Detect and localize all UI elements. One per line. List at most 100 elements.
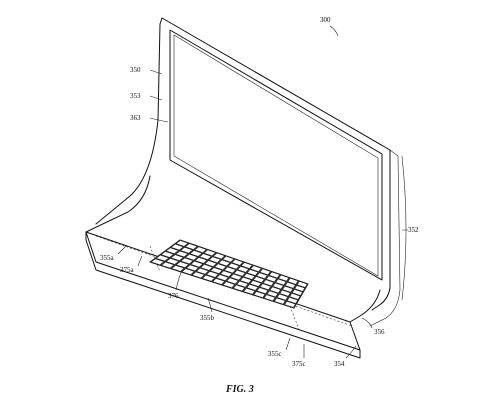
keyboard-key [165, 247, 179, 254]
leader-355b [207, 297, 213, 313]
label-353: 353 [130, 92, 141, 100]
leader-376 [175, 269, 183, 291]
label-350: 350 [130, 66, 141, 74]
keyboard-key [223, 266, 237, 274]
base-curve-left [85, 175, 151, 233]
keyboard-key [289, 293, 301, 300]
leader-363 [149, 117, 169, 123]
keyboard-key [222, 281, 236, 289]
display-back-edge [95, 17, 163, 225]
keyboard-key [232, 284, 246, 292]
label-354: 354 [334, 360, 345, 368]
label-356: 356 [374, 328, 385, 336]
trackpad-right-boundary [289, 305, 301, 333]
leader-353 [149, 95, 163, 101]
base-dashed-rear [95, 235, 353, 327]
keyboard-key [294, 285, 306, 292]
keyboard-key [243, 273, 256, 280]
leader-352 [401, 155, 408, 301]
keyboard-key [185, 264, 199, 272]
keyboard-key [165, 258, 180, 265]
keyboard-key [259, 268, 271, 276]
leader-355c [285, 337, 291, 351]
keyboard-key [231, 259, 244, 266]
keyboard-key [160, 251, 175, 258]
keyboard-key [212, 278, 226, 285]
keyboard-key [243, 287, 256, 295]
keyboard-key [196, 267, 209, 275]
keyboard-key [256, 272, 268, 279]
display-side-thickness [369, 149, 401, 327]
keyboard-key [233, 269, 246, 277]
figure-caption: FIG. 3 [225, 384, 254, 395]
base-top-surface [85, 231, 361, 351]
keyboard-key [202, 274, 215, 282]
keyboard-key [216, 274, 229, 281]
leader-356 [361, 317, 373, 329]
keyboard-key [253, 276, 265, 283]
leader-375a [137, 255, 143, 267]
keyboard-key [181, 268, 195, 275]
label-375c: 375c [292, 360, 306, 368]
keyboard-key [246, 269, 259, 276]
keyboard-key [239, 276, 252, 284]
label-355c: 355c [268, 350, 282, 358]
keyboard-key [240, 262, 253, 269]
keyboard-key [170, 254, 184, 261]
leader-350 [149, 69, 163, 75]
keyboard-key [279, 289, 291, 297]
display-outer-edge [161, 17, 391, 311]
keyboard-key [282, 285, 294, 293]
keyboard-key [263, 294, 276, 302]
keyboard [149, 239, 309, 309]
keyboard-key [206, 271, 219, 278]
keyboard-key [227, 262, 240, 270]
keyboard-key [194, 246, 207, 253]
keyboard-key [275, 278, 287, 286]
label-355a: 355a [100, 254, 115, 262]
keyboard-key [189, 250, 203, 257]
keyboard-key [272, 282, 284, 290]
keyboard-key [284, 281, 296, 289]
label-375a: 375a [120, 266, 135, 274]
keyboard-key [184, 243, 198, 250]
keyboard-key [226, 277, 239, 285]
keyboard-key [171, 265, 185, 272]
keyboard-key [190, 260, 204, 268]
keyboard-key [291, 289, 303, 296]
keyboard-key [180, 247, 194, 254]
keyboard-key [191, 271, 205, 279]
keyboard-key [250, 265, 262, 272]
keyboard-key [287, 277, 299, 285]
keyboard-key [204, 260, 218, 267]
keyboard-key [210, 267, 223, 274]
keyboard-key [269, 286, 281, 294]
keyboard-key [175, 250, 189, 258]
base-curve-right [349, 289, 381, 323]
keyboard-key [170, 243, 184, 251]
keyboard-key [268, 271, 281, 279]
keyboard-key [265, 275, 278, 283]
keyboard-key [185, 253, 198, 261]
keyboard-key [259, 283, 272, 291]
leader-355a [117, 245, 127, 255]
keyboard-key [160, 261, 175, 269]
label-352: 352 [408, 226, 419, 234]
keyboard-key [246, 284, 259, 291]
base-front-edge [85, 231, 361, 359]
keyboard-key [150, 258, 165, 266]
keyboard-key [220, 270, 233, 278]
keyboard-key [175, 261, 190, 268]
keyboard-key [249, 280, 262, 287]
keyboard-key [200, 264, 213, 271]
screen-inner-bezel [173, 34, 379, 277]
keyboard-key [276, 293, 289, 301]
keyboard-key [155, 254, 170, 262]
label-300: 300 [320, 16, 331, 24]
keyboard-key [253, 291, 266, 298]
leader-300 [329, 25, 339, 37]
keyboard-key [218, 259, 231, 267]
keyboard-key [274, 297, 286, 305]
keyboard-key [237, 266, 250, 273]
keyboard-key [214, 263, 227, 271]
